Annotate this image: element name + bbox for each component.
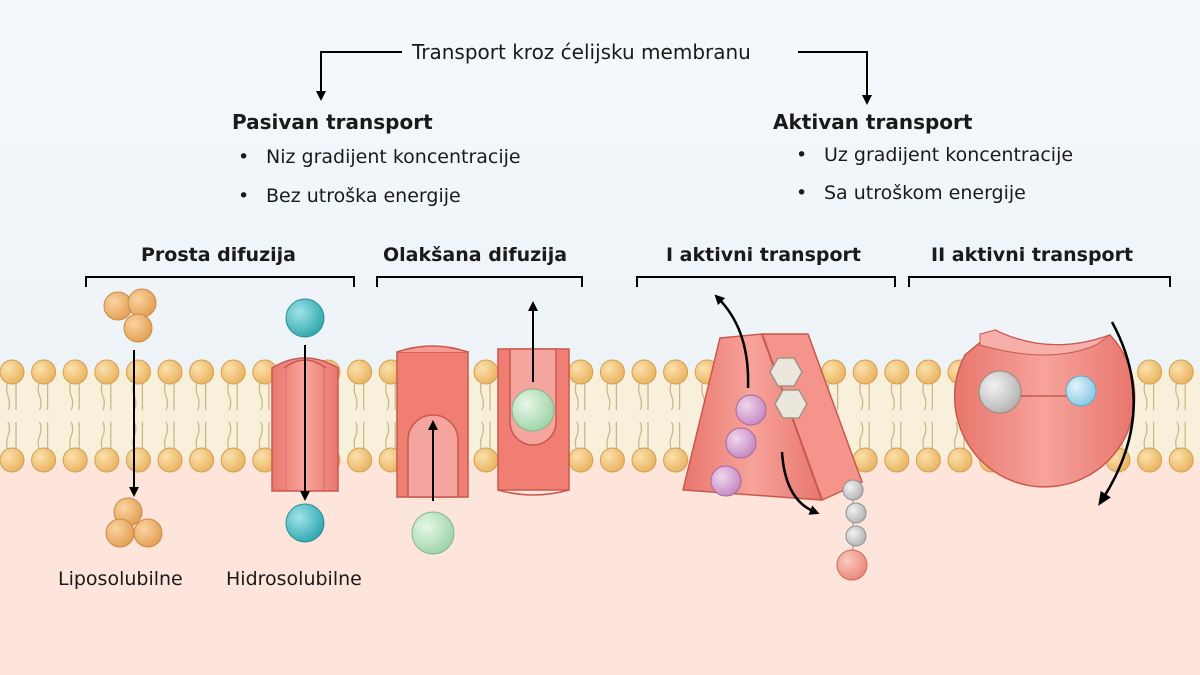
section-primary-active: I aktivni transport: [666, 244, 861, 266]
active-bullet-1: Uz gradijent koncentracije: [796, 144, 1073, 166]
label-hydrosoluble: Hidrosolubilne: [226, 568, 362, 590]
pump-arrow-out: [714, 294, 750, 389]
facilitated-molecule-outside: [411, 511, 455, 555]
atp-hexagons: [769, 357, 808, 419]
facilitated-molecule-inside: [511, 388, 555, 432]
liposoluble-molecule-bottom: [105, 497, 163, 548]
passive-transport-heading: Pasivan transport: [232, 110, 433, 134]
intracellular-background: [0, 460, 1200, 675]
active-bullet-2: Sa utroškom energije: [796, 182, 1026, 204]
section-secondary-active: II aktivni transport: [931, 244, 1134, 266]
secondary-active-transporter: [953, 329, 1136, 488]
section-facilitated-diffusion: Olakšana difuzija: [383, 244, 568, 266]
passive-bullet-2: Bez utroška energije: [238, 185, 461, 207]
pumped-molecules: [710, 394, 767, 497]
hydrosoluble-molecule-bottom: [285, 503, 325, 543]
pump-arrow-in: [780, 451, 820, 515]
rotation-arrow: [1098, 321, 1135, 506]
diagram-title: Transport kroz ćelijsku membranu: [412, 40, 751, 64]
title-connector-arrows: [316, 51, 872, 105]
section-simple-diffusion: Prosta difuzija: [141, 244, 296, 266]
hydrosoluble-molecule-top: [285, 298, 325, 338]
cotransported-ion-small: [1065, 375, 1097, 407]
cotransported-ion-large: [978, 370, 1022, 414]
section-brackets: [85, 276, 1171, 287]
adp-chain: [836, 479, 868, 581]
active-transport-heading: Aktivan transport: [773, 110, 973, 134]
label-liposoluble: Liposolubilne: [58, 568, 183, 590]
liposoluble-molecule-top: [103, 288, 157, 343]
passive-bullet-1: Niz gradijent koncentracije: [238, 146, 521, 168]
